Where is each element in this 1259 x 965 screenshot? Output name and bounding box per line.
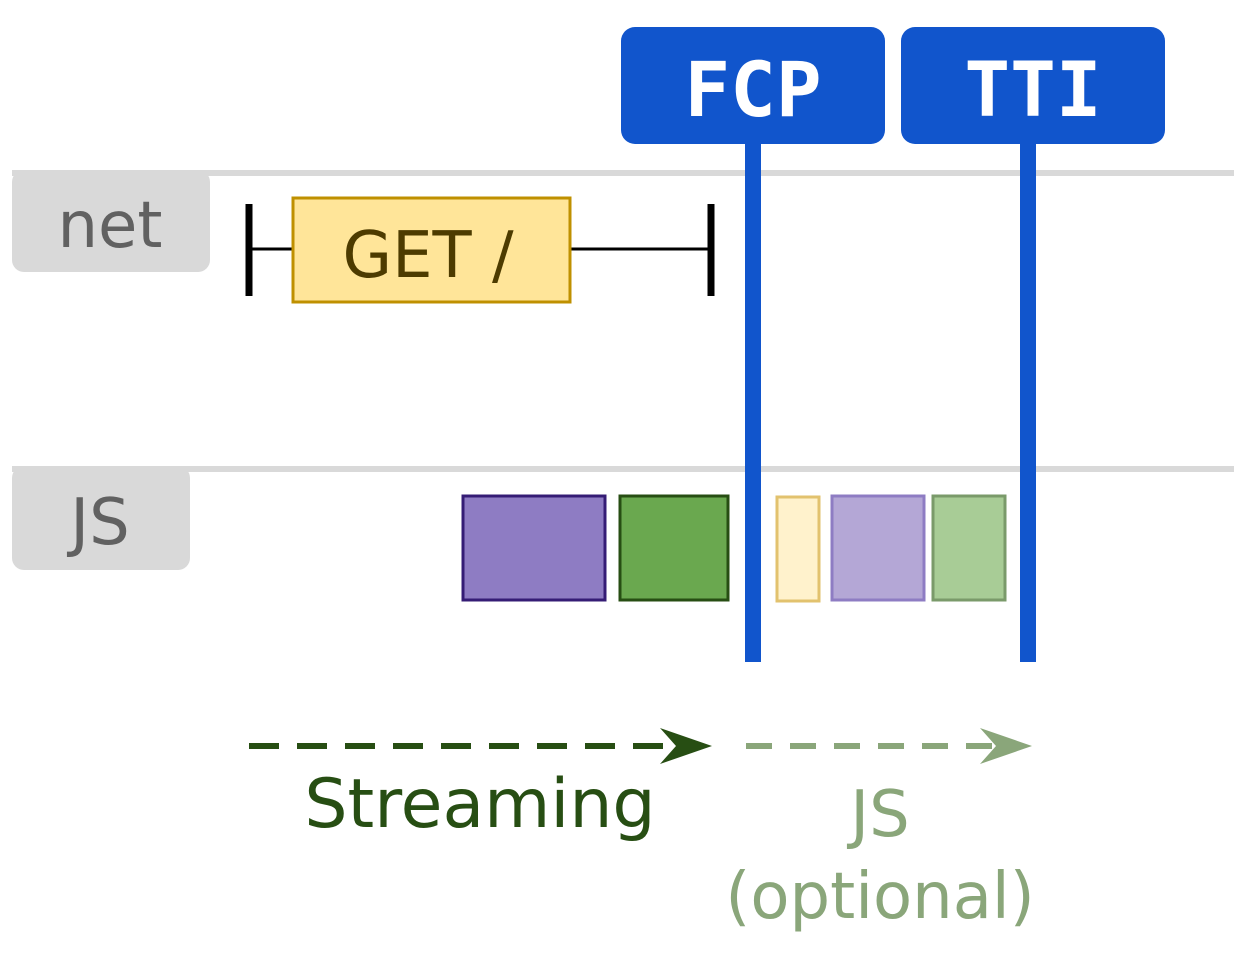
- js-optional-arrow-head: [980, 728, 1032, 764]
- get-request-span: GET /: [245, 196, 715, 304]
- request-label: GET /: [342, 219, 513, 293]
- js-track-line: [12, 466, 1234, 472]
- tti-marker-badge: [901, 27, 1165, 144]
- fcp-marker-label: FCP: [684, 45, 821, 134]
- tti-marker-line: [1020, 140, 1036, 662]
- net-track-line: [12, 170, 1234, 176]
- js-block-light-green: [931, 494, 1007, 602]
- js-block-green: [618, 494, 730, 602]
- net-track-label: net: [12, 170, 210, 272]
- tti-marker: TTI: [901, 27, 1165, 662]
- js-optional-arrow: [746, 728, 1032, 764]
- streaming-arrow-head: [660, 728, 712, 764]
- net-track-label-text: net: [57, 189, 162, 263]
- js-block-light-purple: [830, 494, 926, 602]
- streaming-label: Streaming: [304, 765, 655, 844]
- js-optional-label-line1: JS: [846, 778, 910, 852]
- request-box: [291, 196, 572, 304]
- js-optional-label-line2: (optional): [725, 860, 1034, 934]
- fcp-marker: FCP: [621, 27, 885, 662]
- fcp-marker-badge: [621, 27, 885, 144]
- js-track-label: JS: [12, 466, 190, 570]
- fcp-marker-line: [745, 140, 761, 662]
- js-block-purple: [461, 494, 607, 602]
- js-track-label-text: JS: [66, 486, 130, 560]
- tti-marker-label: TTI: [964, 45, 1101, 134]
- js-block-light-yellow: [775, 495, 821, 603]
- streaming-arrow: [249, 728, 712, 764]
